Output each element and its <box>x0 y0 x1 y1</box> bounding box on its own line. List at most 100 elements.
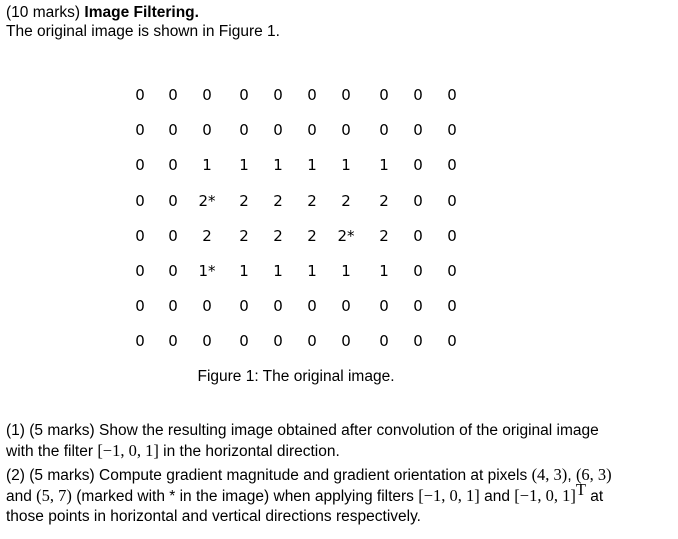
matrix-cell: 2 <box>379 192 389 210</box>
matrix-cell: 0 <box>135 192 145 210</box>
matrix-cell: 0 <box>202 297 212 315</box>
matrix-cell: 2 <box>341 192 351 210</box>
matrix-cell: 0 <box>307 86 317 104</box>
matrix-cell: 1* <box>198 262 216 280</box>
matrix-cell: 0 <box>135 227 145 245</box>
matrix-cell: 1 <box>341 156 351 174</box>
matrix-cell: 2 <box>273 227 283 245</box>
matrix-cell: 0 <box>341 121 351 139</box>
matrix-cell: 1 <box>239 262 249 280</box>
pixel-6-3: (6, 3) <box>575 465 612 484</box>
filter-horizontal: [−1, 0, 1] <box>418 486 480 505</box>
image-matrix: 0 0 0 0 0 0 0 0 0 0 0 0 0 0 0 0 0 0 0 0 0 0 1 1 1 1 1 1 0 0 0 0 2* 2 2 2 2 2 0… <box>135 86 457 350</box>
question-1-line-1: (1) (5 marks) Show the resulting image o… <box>6 422 599 439</box>
matrix-cell: 0 <box>413 297 423 315</box>
matrix-cell: 2 <box>307 192 317 210</box>
filter-vertical: [−1, 0, 1] <box>514 486 576 505</box>
matrix-cell: 0 <box>202 332 212 350</box>
matrix-cell: 0 <box>273 297 283 315</box>
q2-sep: , <box>567 467 576 484</box>
matrix-cell: 0 <box>379 332 389 350</box>
matrix-cell: 0 <box>135 121 145 139</box>
matrix-cell: 0 <box>168 156 178 174</box>
question-2-line-2: and (5, 7) (marked with * in the image) … <box>6 481 674 507</box>
matrix-cell: 2 <box>307 227 317 245</box>
intro-text: The original image is shown in Figure 1. <box>6 23 280 40</box>
matrix-cell: 0 <box>413 262 423 280</box>
question-title: Image Filtering. <box>84 4 199 21</box>
matrix-cell: 0 <box>413 227 423 245</box>
matrix-cell: 1 <box>239 156 249 174</box>
transpose-mark: T <box>575 480 586 499</box>
matrix-cell: 0 <box>379 297 389 315</box>
matrix-cell: 0 <box>447 121 457 139</box>
matrix-cell: 0 <box>239 332 249 350</box>
matrix-cell: 0 <box>307 121 317 139</box>
matrix-cell: 0 <box>447 227 457 245</box>
matrix-cell: 0 <box>239 121 249 139</box>
q2-at: at <box>585 488 604 505</box>
matrix-cell: 0 <box>413 192 423 210</box>
matrix-cell: 2* <box>337 227 355 245</box>
matrix-cell: 1 <box>307 262 317 280</box>
matrix-cell: 0 <box>379 86 389 104</box>
matrix-cell: 1 <box>379 156 389 174</box>
matrix-cell: 2 <box>239 192 249 210</box>
matrix-cell: 0 <box>168 121 178 139</box>
matrix-cell: 0 <box>447 192 457 210</box>
matrix-cell: 0 <box>168 227 178 245</box>
matrix-cell: 0 <box>273 332 283 350</box>
matrix-cell: 1 <box>307 156 317 174</box>
matrix-cell: 0 <box>135 297 145 315</box>
matrix-cell: 2 <box>379 227 389 245</box>
matrix-cell: 0 <box>447 262 457 280</box>
matrix-cell: 0 <box>168 297 178 315</box>
question-1: (1) (5 marks) Show the resulting image o… <box>6 421 674 462</box>
matrix-cell: 0 <box>135 262 145 280</box>
matrix-cell: 0 <box>413 332 423 350</box>
matrix-cell: 0 <box>307 332 317 350</box>
matrix-cell: 0 <box>447 332 457 350</box>
matrix-cell: 0 <box>273 121 283 139</box>
matrix-cell: 0 <box>135 156 145 174</box>
pixel-5-7: (5, 7) <box>36 486 72 505</box>
matrix-cell: 0 <box>168 86 178 104</box>
question-2-line-1: (2) (5 marks) Compute gradient magnitude… <box>6 465 674 486</box>
matrix-cell: 0 <box>202 121 212 139</box>
matrix-cell: 0 <box>413 121 423 139</box>
matrix-cell: 1 <box>273 156 283 174</box>
q1-text-end: in the horizontal direction. <box>158 443 340 460</box>
matrix-cell: 1 <box>273 262 283 280</box>
matrix-cell: 2 <box>239 227 249 245</box>
question-1-line-2: with the filter [−1, 0, 1] in the horizo… <box>6 441 674 462</box>
matrix-cell: 0 <box>168 262 178 280</box>
matrix-cell: 0 <box>341 297 351 315</box>
matrix-cell: 0 <box>307 297 317 315</box>
matrix-cell: 0 <box>413 156 423 174</box>
matrix-cell: 0 <box>447 86 457 104</box>
q1-text: with the filter <box>6 443 98 460</box>
matrix-cell: 0 <box>447 297 457 315</box>
matrix-cell: 0 <box>168 192 178 210</box>
matrix-cell: 1 <box>379 262 389 280</box>
q2-mid: (marked with * in the image) when applyi… <box>71 488 419 505</box>
matrix-cell: 2 <box>273 192 283 210</box>
matrix-cell: 0 <box>135 86 145 104</box>
matrix-cell: 0 <box>413 86 423 104</box>
matrix-cell: 2* <box>198 192 216 210</box>
matrix-cell: 0 <box>168 332 178 350</box>
matrix-cell: 0 <box>202 86 212 104</box>
matrix-cell: 0 <box>273 86 283 104</box>
q2-and-2: and <box>479 488 515 505</box>
matrix-cell: 0 <box>341 332 351 350</box>
matrix-cell: 0 <box>447 156 457 174</box>
matrix-cell: 0 <box>239 297 249 315</box>
matrix-cell: 0 <box>135 332 145 350</box>
matrix-cell: 2 <box>202 227 212 245</box>
horizontal-filter: [−1, 0, 1] <box>97 441 159 460</box>
matrix-cell: 0 <box>379 121 389 139</box>
q2-text: (2) (5 marks) Compute gradient magnitude… <box>6 467 532 484</box>
question-2: (2) (5 marks) Compute gradient magnitude… <box>6 465 674 527</box>
question-header: (10 marks) Image Filtering. <box>6 4 199 22</box>
matrix-cell: 1 <box>341 262 351 280</box>
